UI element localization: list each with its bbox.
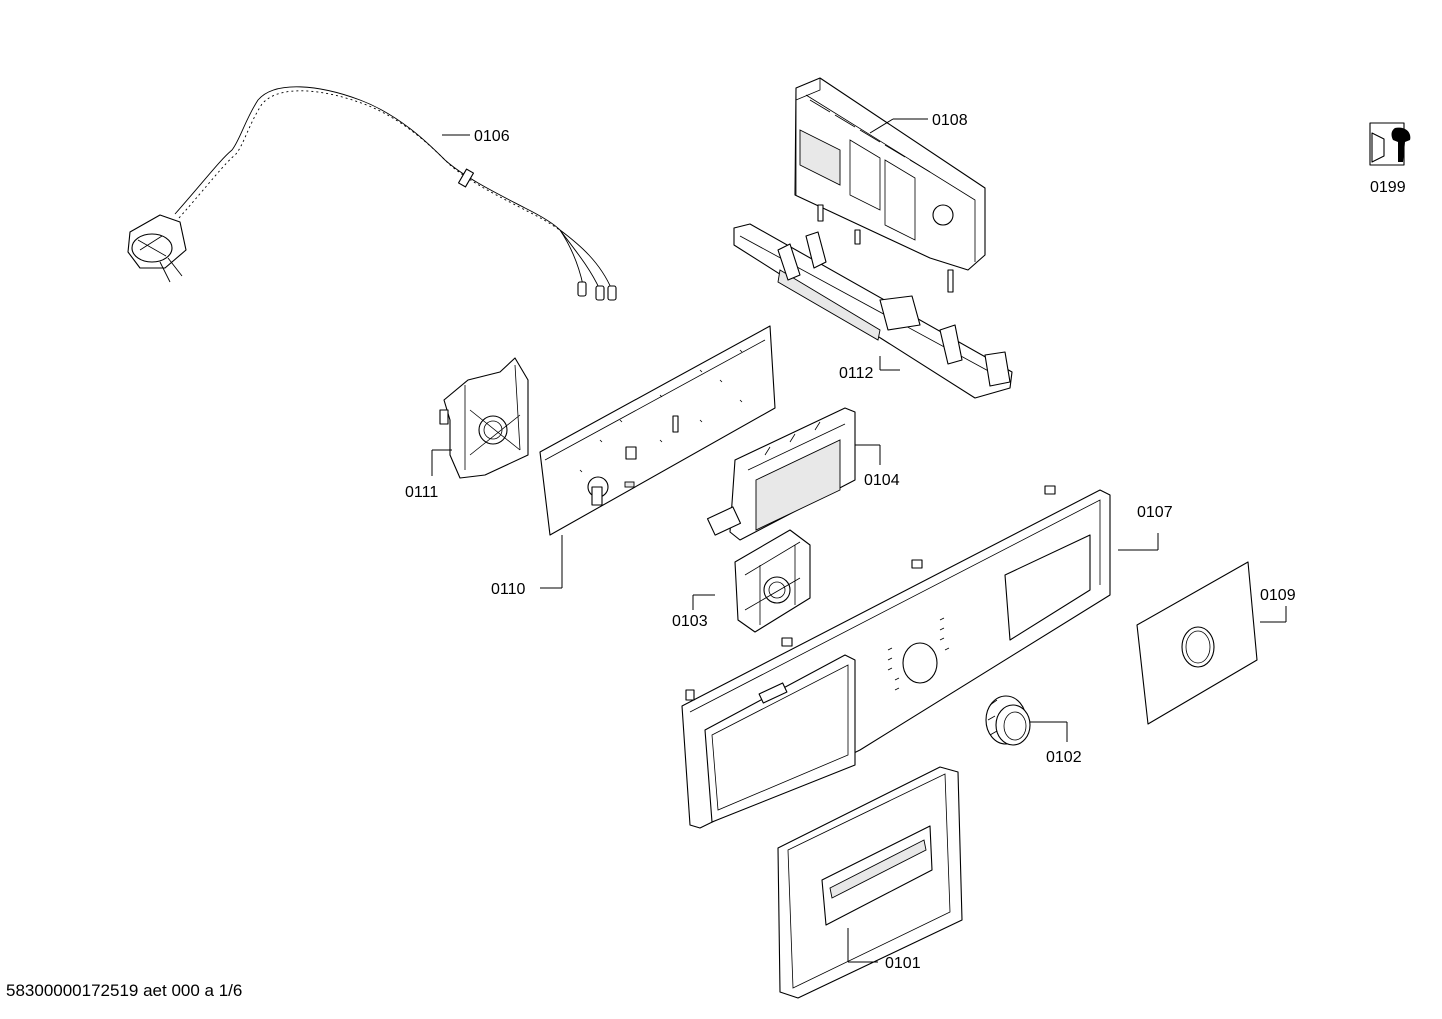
label-0199: 0199 (1370, 179, 1406, 196)
label-0102: 0102 (1046, 749, 1082, 766)
label-0101: 0101 (885, 955, 921, 972)
module-holder-drawing[interactable] (733, 223, 1013, 399)
detergent-drawer-handle-drawing[interactable] (777, 766, 963, 999)
power-cord-drawing[interactable] (127, 86, 617, 301)
knob-bracket-drawing[interactable] (431, 357, 529, 479)
document-footer: 58300000172519 aet 000 a 1/6 (6, 981, 243, 1000)
label-0111: 0111 (405, 484, 438, 501)
selector-knob-drawing[interactable] (985, 695, 1068, 746)
label-0106: 0106 (474, 128, 510, 145)
label-0108: 0108 (932, 112, 968, 129)
control-panel-drawing[interactable] (681, 485, 1159, 829)
label-0104: 0104 (864, 472, 900, 489)
label-0109: 0109 (1260, 587, 1296, 604)
label-0110: 0110 (491, 581, 526, 598)
display-module-drawing[interactable] (706, 407, 881, 541)
service-tool-icon[interactable] (1369, 122, 1411, 166)
selector-bracket-drawing[interactable] (692, 529, 811, 633)
label-0107: 0107 (1137, 504, 1173, 521)
control-module-drawing[interactable] (794, 77, 986, 293)
control-board-drawing[interactable] (539, 325, 776, 589)
label-0103: 0103 (672, 613, 708, 630)
label-0112: 0112 (839, 365, 874, 382)
panel-insert-drawing[interactable] (1136, 561, 1287, 725)
